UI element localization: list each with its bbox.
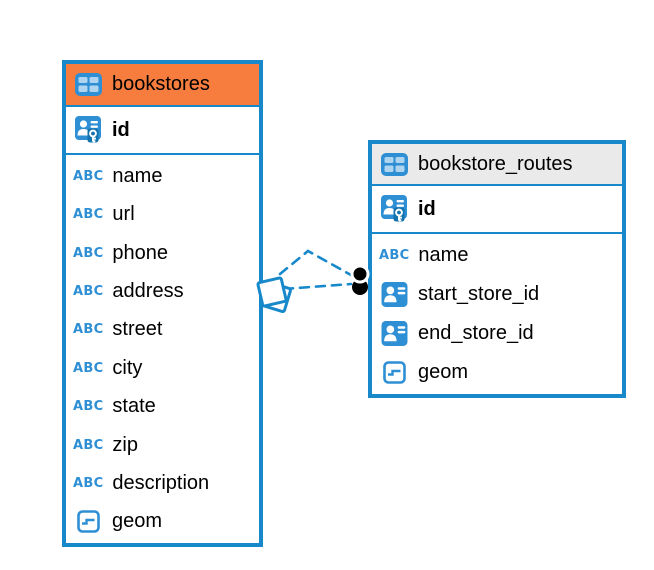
column-label: id [112,118,130,141]
column-row-name[interactable]: ABC name [66,157,259,195]
table-icon [73,73,103,96]
column-label: street [112,318,163,341]
text-type-icon: ABC [73,168,104,184]
text-type-icon: ABC [73,399,104,415]
column-label: zip [112,433,138,456]
column-row-end-store-id[interactable]: end_store_id [372,314,622,353]
text-type-icon: ABC [379,248,410,263]
column-label: geom [418,361,469,383]
table-bookstores-header[interactable]: bookstores [66,64,259,107]
reference-type-icon [379,320,409,347]
column-label: state [112,395,156,418]
column-row-street[interactable]: ABC street [66,311,259,349]
column-row-id[interactable]: id [66,107,259,155]
column-row-city[interactable]: ABC city [66,349,259,387]
relation-line-upper [278,249,353,277]
column-label: end_store_id [418,322,534,344]
column-label: address [112,279,184,302]
text-type-icon: ABC [73,360,104,376]
text-type-icon: ABC [73,245,104,261]
column-label: description [112,471,210,494]
column-row-name[interactable]: ABC name [372,236,622,275]
geometry-type-icon [379,361,409,384]
relationship-connector[interactable] [250,230,382,340]
primary-key-icon [73,115,103,145]
text-type-icon: ABC [73,475,104,491]
text-type-icon: ABC [73,283,104,299]
table-icon [379,152,409,176]
text-type-icon: ABC [73,437,104,453]
column-label: id [418,197,436,220]
text-type-icon: ABC [73,207,104,223]
column-label: name [112,164,163,187]
table-bookstore-routes[interactable]: bookstore_routes id ABC name [368,140,626,398]
relation-source-marker [256,276,292,313]
table-bookstores[interactable]: bookstores id ABC name [62,60,263,547]
column-row-zip[interactable]: ABC zip [66,426,259,464]
column-row-state[interactable]: ABC state [66,387,259,425]
table-title: bookstores [112,73,210,95]
column-row-geom[interactable]: geom [66,503,259,541]
column-label: phone [112,241,169,264]
column-row-start-store-id[interactable]: start_store_id [372,275,622,314]
geometry-type-icon [73,510,103,534]
column-row-phone[interactable]: ABC phone [66,234,259,272]
reference-type-icon [379,281,409,308]
text-type-icon: ABC [73,322,104,338]
relation-line-lower [282,282,353,291]
column-row-description[interactable]: ABC description [66,464,259,502]
primary-key-icon [379,194,409,224]
column-label: city [112,356,143,379]
relation-target-marker [350,264,370,295]
column-row-id[interactable]: id [372,186,622,234]
column-list: ABC name ABC url ABC phone ABC address A… [66,155,259,543]
table-title: bookstore_routes [418,152,573,175]
column-row-geom[interactable]: geom [372,353,622,392]
column-list: ABC name start_store_id [372,234,622,394]
column-label: url [112,203,135,226]
column-row-address[interactable]: ABC address [66,272,259,310]
column-label: start_store_id [418,283,540,305]
column-row-url[interactable]: ABC url [66,195,259,233]
column-label: name [418,244,469,266]
column-label: geom [112,510,163,533]
table-bookstore-routes-header[interactable]: bookstore_routes [372,144,622,186]
